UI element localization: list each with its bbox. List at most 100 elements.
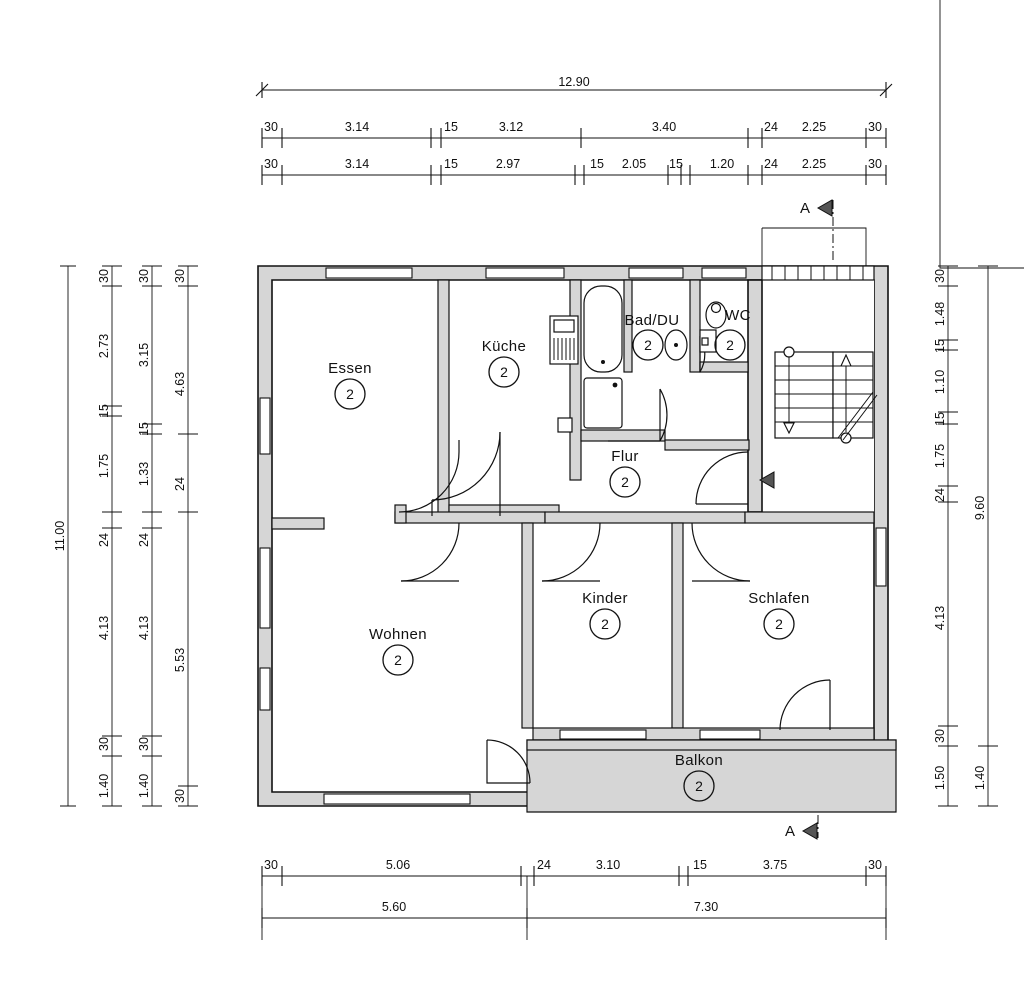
number-essen: 2 bbox=[346, 386, 354, 402]
wall-tub-recess bbox=[623, 279, 633, 373]
room-label-balkon: Balkon 2 bbox=[675, 752, 723, 802]
left-overall-dimension: 11.00 bbox=[53, 265, 76, 807]
dim-b1-5: 3.75 bbox=[763, 858, 787, 872]
dim-t2-8: 24 bbox=[764, 157, 778, 171]
section-arrow-icon bbox=[801, 822, 818, 840]
dim-b1-3: 3.10 bbox=[596, 858, 620, 872]
dim-l2-3: 1.33 bbox=[137, 462, 151, 486]
dim-t1-7: 30 bbox=[868, 120, 882, 134]
section-label-top: A bbox=[800, 200, 810, 217]
window-essen-top bbox=[325, 267, 413, 279]
stairwell-lintel bbox=[761, 265, 875, 281]
wall-wc-bottom bbox=[699, 361, 749, 373]
left-dimension-chain-2: 30 3.15 15 1.33 24 4.13 30 1.40 bbox=[137, 265, 162, 807]
dim-t2-4: 15 bbox=[590, 157, 604, 171]
room-label-kueche: Küche 2 bbox=[482, 338, 527, 388]
windows bbox=[259, 267, 887, 805]
label-balkon: Balkon bbox=[675, 752, 723, 769]
dim-t2-10: 30 bbox=[868, 157, 882, 171]
room-number-circle bbox=[589, 608, 621, 640]
dim-b1-4: 15 bbox=[693, 858, 707, 872]
dim-l3-3: 5.53 bbox=[173, 648, 187, 672]
dim-t2-1: 3.14 bbox=[345, 157, 369, 171]
label-wohnen: Wohnen bbox=[369, 626, 427, 643]
wall-bad-wc bbox=[689, 279, 701, 373]
room-label-flur: Flur 2 bbox=[609, 448, 641, 498]
wall-corridor-left bbox=[394, 511, 546, 524]
dim-b1-2: 24 bbox=[537, 858, 551, 872]
dim-t2-3: 2.97 bbox=[496, 157, 520, 171]
dim-t2-7: 1.20 bbox=[710, 157, 734, 171]
dim-t2-9: 2.25 bbox=[802, 157, 826, 171]
right-dimension-chain-1: 30 1.48 15 1.10 15 1.75 24 4.13 30 1.50 bbox=[933, 265, 958, 807]
wall-corridor-right bbox=[744, 511, 875, 524]
label-kueche: Küche bbox=[482, 338, 527, 355]
dim-r1-5: 1.75 bbox=[933, 444, 947, 468]
bathtub-icon bbox=[583, 285, 623, 373]
label-bad: Bad/DU bbox=[625, 312, 680, 329]
dim-l3-1: 4.63 bbox=[173, 372, 187, 396]
balkon-outline bbox=[526, 739, 897, 813]
top-dimension-block: 12.90 30 3.14 15 3.12 3.40 24 2.25 30 30… bbox=[255, 75, 893, 185]
room-number-circle bbox=[714, 329, 746, 361]
window-wohnen-left-2 bbox=[259, 667, 271, 711]
wall-bad-bottom bbox=[580, 429, 666, 442]
dim-l2-5: 4.13 bbox=[137, 616, 151, 640]
adjacent-building-edge bbox=[939, 0, 1024, 269]
window-kueche-top bbox=[485, 267, 565, 279]
window-kinder-bottom bbox=[559, 729, 647, 740]
number-wohnen: 2 bbox=[394, 652, 402, 668]
room-label-bad: Bad/DU 2 bbox=[625, 312, 680, 361]
wall-essen-stub bbox=[271, 517, 325, 530]
bottom-dimension-chain-1: 30 5.06 24 3.10 15 3.75 30 bbox=[261, 858, 887, 886]
left-dimension-chain-1: 30 2.73 15 1.75 24 4.13 30 1.40 bbox=[97, 265, 122, 807]
wall-essen-kueche bbox=[437, 279, 450, 517]
dim-r1-2: 15 bbox=[933, 339, 947, 353]
dim-l1-5: 4.13 bbox=[97, 616, 111, 640]
dim-l1-2: 15 bbox=[97, 404, 111, 418]
dim-r1-8: 30 bbox=[933, 729, 947, 743]
washbasin-icon bbox=[664, 329, 688, 361]
dim-l1-1: 2.73 bbox=[97, 334, 111, 358]
label-schlafen: Schlafen bbox=[748, 590, 810, 607]
dim-t1-5: 24 bbox=[764, 120, 778, 134]
number-flur: 2 bbox=[621, 474, 629, 490]
left-dimension-chain-3: 30 4.63 24 5.53 30 bbox=[173, 265, 198, 807]
dim-l1-4: 24 bbox=[97, 533, 111, 547]
dim-t2-0: 30 bbox=[264, 157, 278, 171]
label-kinder: Kinder bbox=[582, 590, 628, 607]
door-schlafen bbox=[691, 522, 751, 582]
dim-b1-1: 5.06 bbox=[386, 858, 410, 872]
dim-l2-1: 3.15 bbox=[137, 343, 151, 367]
dim-r1-6: 24 bbox=[933, 488, 947, 502]
room-number-circle bbox=[488, 356, 520, 388]
dim-r1-9: 1.50 bbox=[933, 766, 947, 790]
wall-corridor-mid bbox=[544, 511, 746, 524]
top-dimension-chain-1: 30 3.14 15 3.12 3.40 24 2.25 30 bbox=[261, 120, 887, 148]
dim-b2-0: 5.60 bbox=[382, 900, 406, 914]
dim-l2-0: 30 bbox=[137, 269, 151, 283]
door-essen bbox=[398, 440, 460, 513]
dim-t1-3: 3.12 bbox=[499, 120, 523, 134]
label-essen: Essen bbox=[328, 360, 372, 377]
dim-l2-4: 24 bbox=[137, 533, 151, 547]
top-overall-dimension: 12.90 bbox=[255, 75, 893, 98]
section-marker-top: A bbox=[800, 199, 834, 262]
dim-r1-3: 1.10 bbox=[933, 370, 947, 394]
dim-b1-0: 30 bbox=[264, 858, 278, 872]
dim-l3-0: 30 bbox=[173, 269, 187, 283]
section-arrow-icon bbox=[816, 199, 833, 217]
room-label-essen: Essen 2 bbox=[328, 360, 372, 410]
dim-t2-2: 15 bbox=[444, 157, 458, 171]
window-bad-top bbox=[628, 267, 684, 279]
dim-left-overall: 11.00 bbox=[53, 521, 67, 551]
door-balkon-schlafen bbox=[779, 679, 831, 731]
wall-kinder-schlafen bbox=[671, 522, 684, 729]
door-kinder bbox=[541, 522, 601, 582]
dim-l1-6: 30 bbox=[97, 737, 111, 751]
wall-corridor-jog bbox=[394, 504, 407, 524]
room-number-circle bbox=[609, 466, 641, 498]
wall-balkon-edge bbox=[526, 739, 897, 751]
right-dimension-block: 30 1.48 15 1.10 15 1.75 24 4.13 30 1.50 … bbox=[933, 265, 998, 807]
dim-l2-6: 30 bbox=[137, 737, 151, 751]
